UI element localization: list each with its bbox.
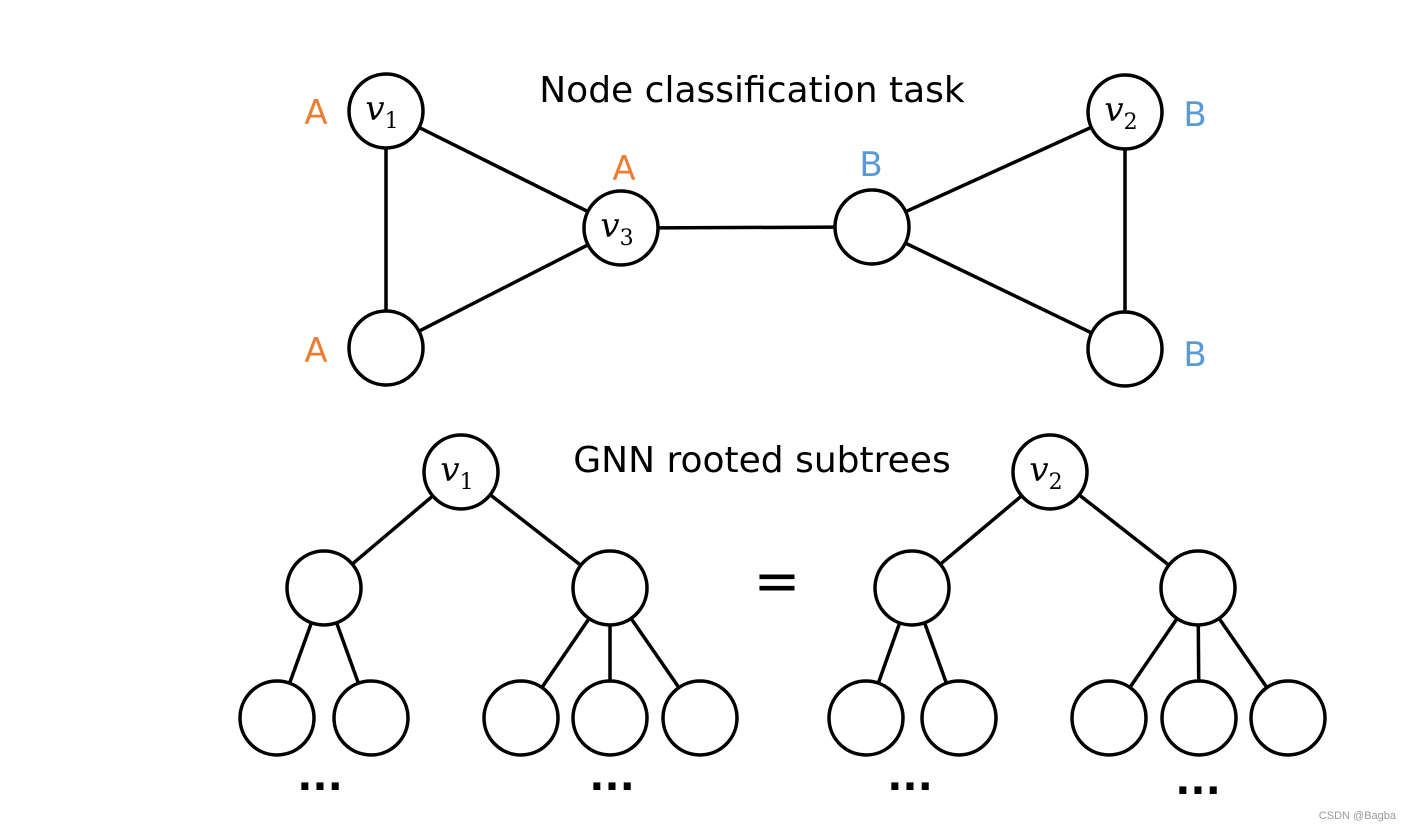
node-circle: [285, 549, 363, 627]
node-circle: [422, 433, 500, 511]
tree-child-node: [1159, 549, 1237, 627]
node-circle: [582, 189, 660, 267]
tree-child-node: [285, 549, 363, 627]
class-label: A: [304, 331, 327, 371]
ellipsis: ···: [297, 764, 343, 810]
graph-node-b3: [1086, 310, 1164, 388]
tree-edge: [922, 622, 949, 684]
tree-child-node: [873, 549, 951, 627]
node-circle: [347, 72, 425, 150]
equals-sign: =: [754, 549, 801, 614]
tree-edge: [939, 494, 1023, 566]
tree-root-node: v2: [1011, 433, 1089, 511]
tree-leaf-node: [571, 679, 649, 757]
graph-node-v1: v1: [347, 72, 425, 150]
node-circle: [482, 679, 560, 757]
tree-edge: [1078, 493, 1170, 567]
node-circle: [571, 679, 649, 757]
node-circle: [1070, 679, 1148, 757]
tree-leaf-node: [238, 679, 316, 757]
node-circle: [1159, 549, 1237, 627]
tree-edge: [351, 494, 434, 566]
graph-edge: [418, 243, 589, 333]
node-circle: [1160, 679, 1238, 757]
class-label: B: [859, 145, 882, 185]
ellipsis: ···: [589, 764, 635, 810]
graph-edge: [657, 225, 836, 230]
node-circle: [833, 188, 911, 266]
class-label: A: [304, 93, 327, 133]
tree-leaf-node: [482, 679, 560, 757]
tree-edge: [629, 617, 681, 689]
tree-leaf-node: [1249, 679, 1327, 757]
tree-edge: [489, 493, 582, 567]
tree-child-node: [571, 549, 649, 627]
ellipsis: ···: [1175, 768, 1221, 814]
node-circle: [347, 309, 425, 387]
tree-root-node: v1: [422, 433, 500, 511]
node-circle: [661, 679, 739, 757]
tree-edge: [876, 622, 902, 684]
graph-node-v2: v2: [1086, 73, 1164, 151]
graph-node-v3: v3: [582, 189, 660, 267]
node-circle: [1011, 433, 1089, 511]
node-circle: [332, 679, 410, 757]
tree-edge: [1217, 617, 1269, 689]
graph-node-b1: [833, 188, 911, 266]
tree-leaf-node: [661, 679, 739, 757]
node-circle: [1086, 310, 1164, 388]
watermark: CSDN @Bagba: [1318, 810, 1396, 822]
graph-edge: [904, 125, 1093, 214]
node-circle: [238, 679, 316, 757]
node-circle: [571, 549, 649, 627]
graph-edge: [904, 241, 1093, 335]
node-circle: [920, 679, 998, 757]
graph-node-a3: [347, 309, 425, 387]
node-circle: [827, 679, 905, 757]
tree-leaf-node: [1160, 679, 1238, 757]
class-label: B: [1183, 335, 1206, 375]
tree-edge: [1128, 617, 1179, 689]
node-circle: [1086, 73, 1164, 151]
tree-leaf-node: [827, 679, 905, 757]
class-label: B: [1183, 95, 1206, 135]
top-title: Node classification task: [539, 70, 965, 111]
tree-edge: [334, 622, 361, 684]
ellipsis: ···: [887, 764, 933, 810]
node-circle: [1249, 679, 1327, 757]
tree-leaf-node: [332, 679, 410, 757]
graph-edge: [418, 125, 589, 214]
tree-edge: [287, 622, 314, 684]
bottom-title: GNN rooted subtrees: [573, 440, 950, 481]
tree-leaf-node: [1070, 679, 1148, 757]
node-circle: [873, 549, 951, 627]
tree-edge: [540, 617, 591, 689]
class-label: A: [612, 149, 635, 189]
tree-leaf-node: [920, 679, 998, 757]
